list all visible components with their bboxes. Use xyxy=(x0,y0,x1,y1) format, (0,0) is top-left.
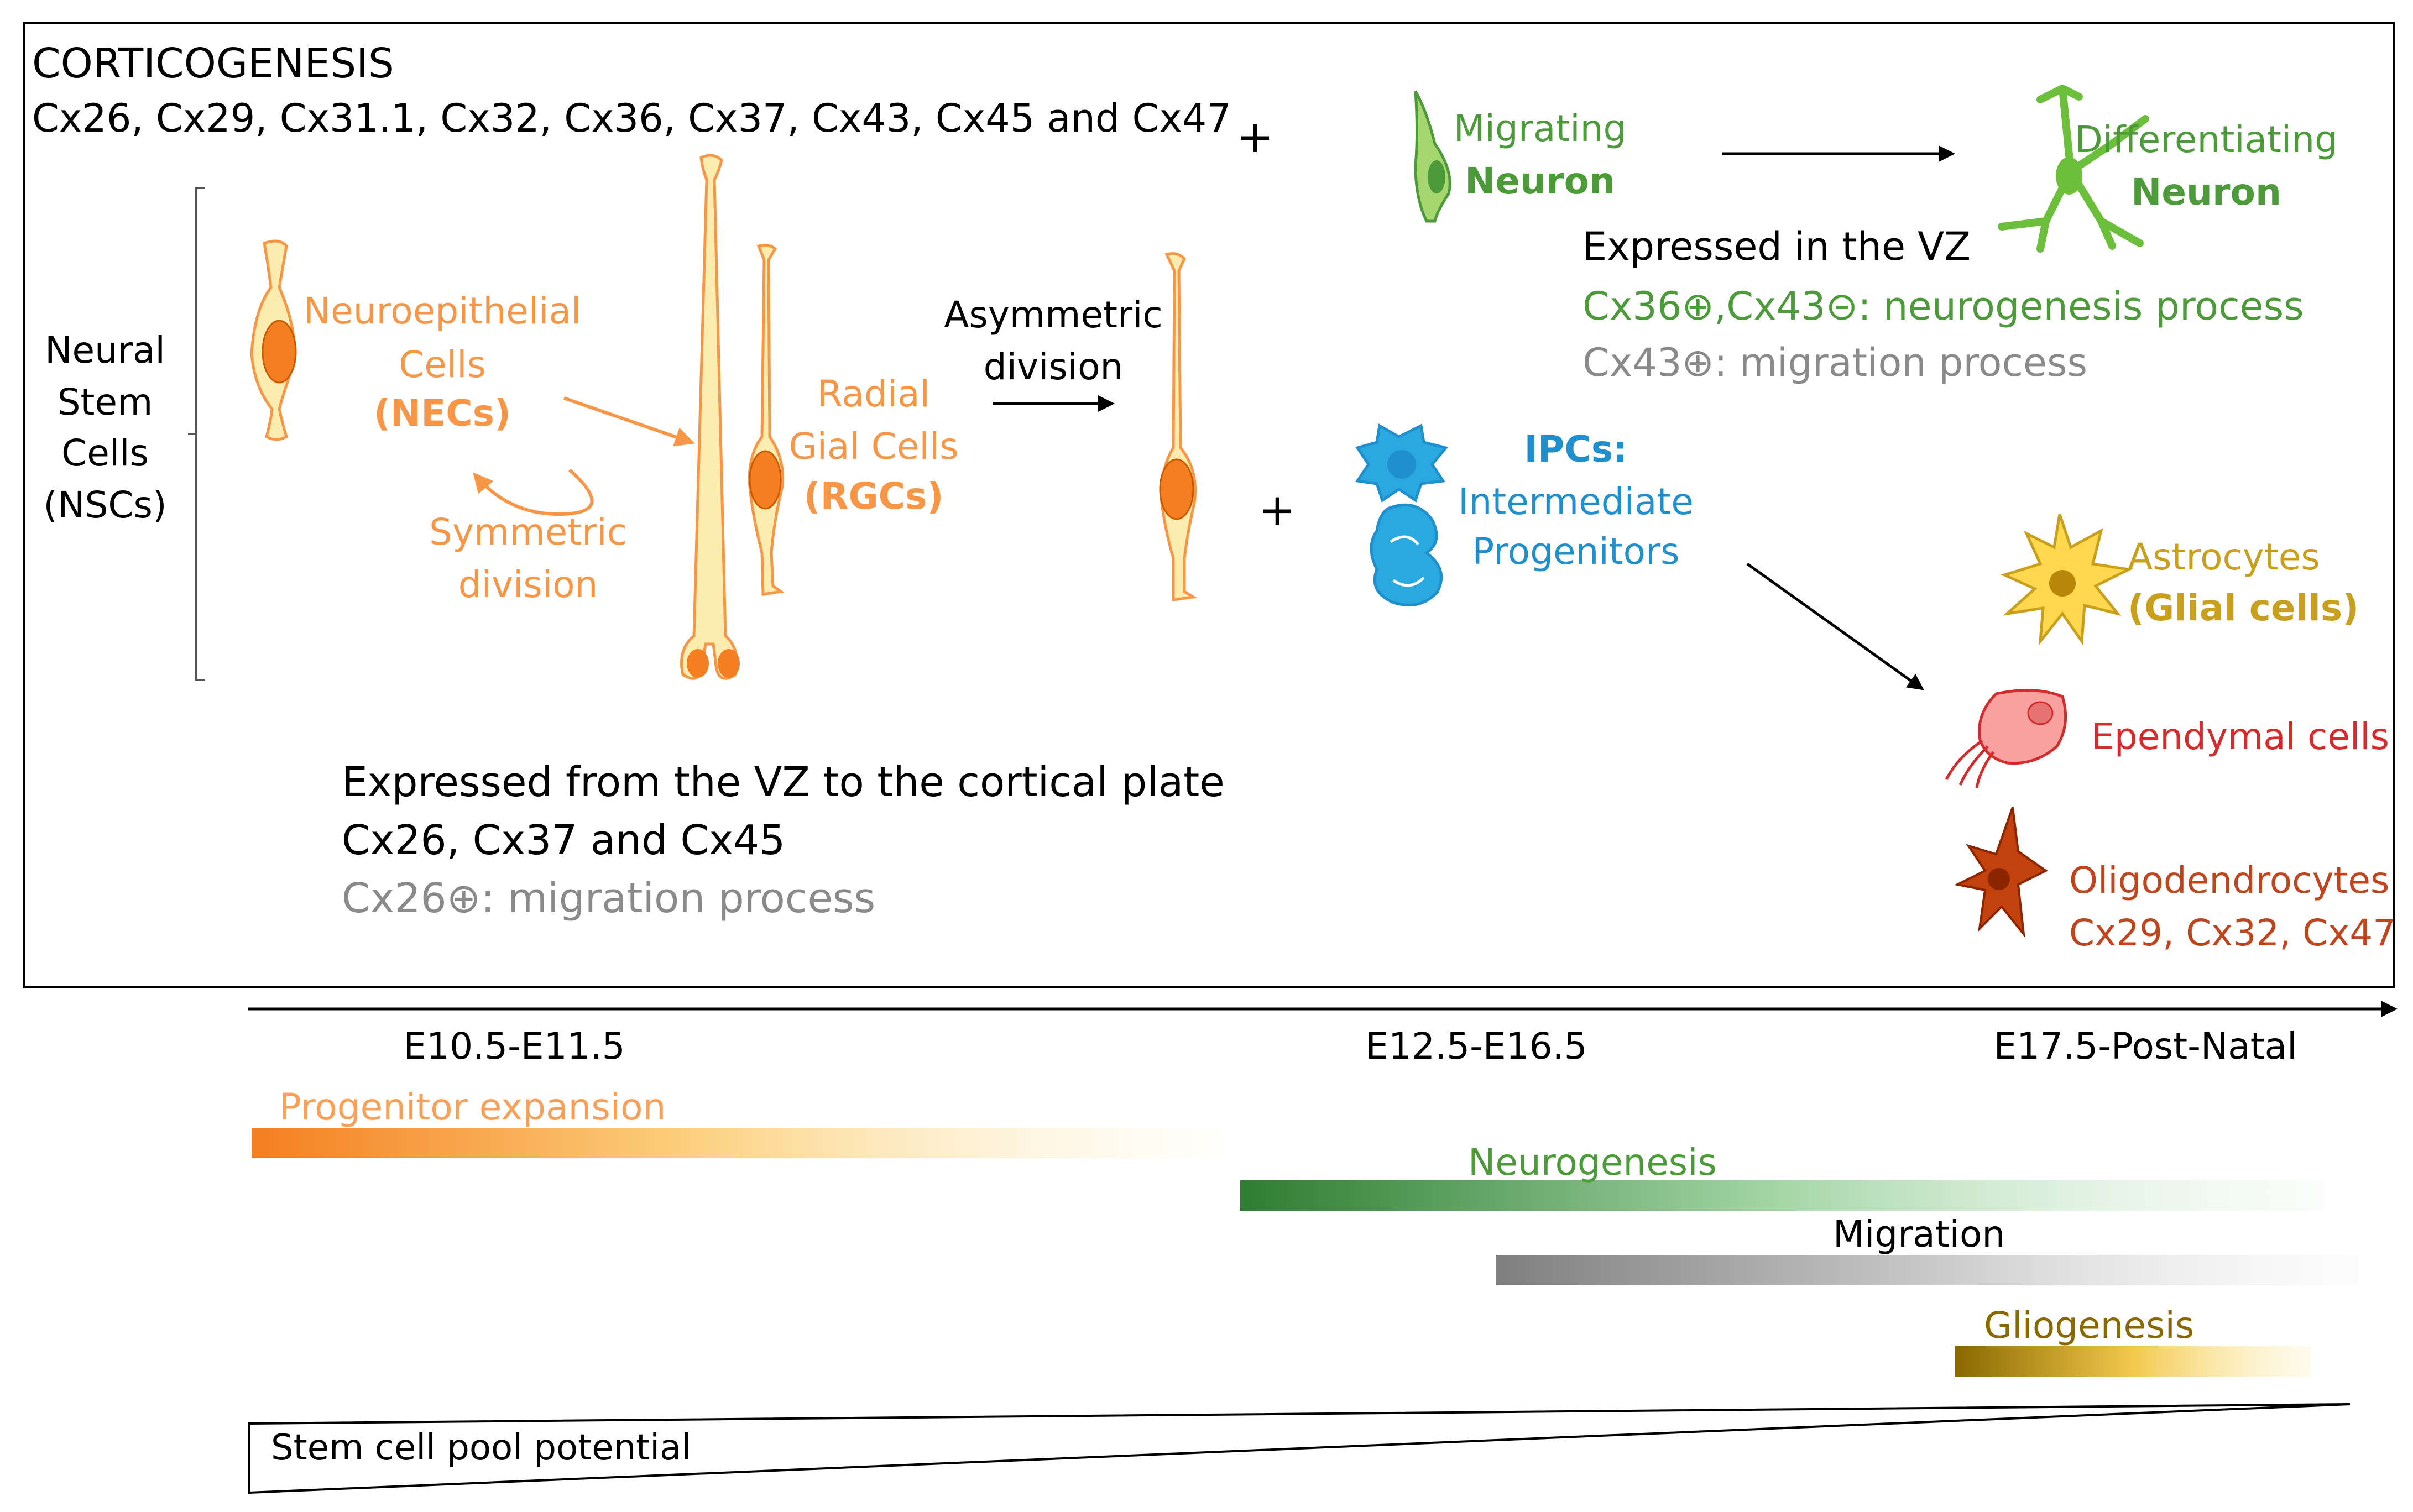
radial-glial-cell-icon xyxy=(748,243,785,596)
migration-label: Migration xyxy=(1833,1213,2005,1255)
ipc-to-glia-arrow xyxy=(1746,562,1924,690)
nsc-label-1: Neural xyxy=(45,329,165,372)
connexin-list: Cx26, Cx29, Cx31.1, Cx32, Cx36, Cx37, Cx… xyxy=(32,96,1231,141)
nsc-label-4: (NSCs) xyxy=(43,484,166,526)
rgc-label-2: Gial Cells xyxy=(789,425,959,468)
oligodendrocyte-label-1: Oligodendrocytes xyxy=(2069,859,2389,902)
cortical-migration: Cx26⊕: migration process xyxy=(342,875,875,922)
migrating-label-1: Migrating xyxy=(1454,107,1627,150)
cortical-title: Expressed from the VZ to the cortical pl… xyxy=(342,758,1225,806)
oligodendrocyte-label-2: Cx29, Cx32, Cx47 xyxy=(2069,912,2396,954)
symmetric-label-2: division xyxy=(458,563,598,606)
astrocyte-label-2: (Glial cells) xyxy=(2128,587,2359,629)
main-frame xyxy=(23,22,2395,988)
migration-bar xyxy=(1496,1255,2358,1285)
ipcs-label-abbr: IPCs: xyxy=(1524,428,1627,470)
differentiating-label-2: Neuron xyxy=(2131,171,2281,213)
neurogenesis-bar xyxy=(1240,1180,2324,1211)
ependymal-label: Ependymal cells xyxy=(2091,715,2389,758)
ipcs-label-2: Progenitors xyxy=(1472,530,1679,573)
gliogenesis-bar xyxy=(1955,1346,2311,1377)
nsc-label-2: Stem xyxy=(58,381,153,423)
nec-to-rgc-arrow xyxy=(563,396,695,447)
vz-migration-line: Cx43⊕: migration process xyxy=(1582,340,2087,385)
rgc-label-abbr: (RGCs) xyxy=(803,475,943,517)
symmetric-division-arrow xyxy=(473,468,594,516)
migrating-label-2: Neuron xyxy=(1465,160,1615,202)
plus-sign-top: + xyxy=(1236,111,1273,163)
nsc-bracket xyxy=(188,187,205,681)
rgc-label-1: Radial xyxy=(817,373,930,415)
timeline-label-e1: E10.5-E11.5 xyxy=(403,1025,625,1068)
vz-neurogenesis-line: Cx36⊕,Cx43⊝: neurogenesis process xyxy=(1582,284,2304,329)
astrocyte-icon xyxy=(2000,514,2134,646)
vz-title: Expressed in the VZ xyxy=(1582,224,1971,269)
stem-cell-pool-label: Stem cell pool potential xyxy=(271,1427,691,1468)
differentiating-neuron-icon xyxy=(1998,85,2149,253)
daughter-radial-cell-icon xyxy=(1159,252,1198,601)
nsc-label-3: Cells xyxy=(61,432,149,474)
ipc-cell-icon xyxy=(1355,423,1449,503)
symmetric-label-1: Symmetric xyxy=(429,511,627,553)
radial-glial-cell-tall-icon xyxy=(680,154,740,680)
neuroepithelial-cell-icon xyxy=(250,239,297,441)
stem-cell-pool-wedge xyxy=(248,1403,2351,1494)
title-text: CORTICOGENESIS xyxy=(32,40,394,87)
nec-label-1: Neuroepithelial xyxy=(304,290,581,332)
ependymal-cell-icon xyxy=(1945,689,2067,788)
progenitor-expansion-label: Progenitor expansion xyxy=(279,1086,666,1128)
astrocyte-label-1: Astrocytes xyxy=(2128,536,2320,578)
timeline-label-e2: E12.5-E16.5 xyxy=(1365,1025,1587,1068)
differentiating-label-1: Differentiating xyxy=(2075,118,2338,161)
neurogenesis-label: Neurogenesis xyxy=(1468,1141,1717,1184)
nec-label-abbr: (NECs) xyxy=(374,392,511,435)
cortical-connexins: Cx26, Cx37 and Cx45 xyxy=(342,817,785,864)
asymmetric-label-2: division xyxy=(984,346,1124,388)
migrating-neuron-icon xyxy=(1414,90,1451,223)
plus-sign-middle: + xyxy=(1258,484,1296,536)
oligodendrocyte-icon xyxy=(1954,807,2048,938)
ipcs-label-1: Intermediate xyxy=(1458,480,1694,523)
nec-label-2: Cells xyxy=(399,343,486,386)
gliogenesis-label: Gliogenesis xyxy=(1984,1304,2194,1347)
timeline-label-e3: E17.5-Post-Natal xyxy=(1994,1025,2297,1068)
progenitor-expansion-bar xyxy=(252,1128,1219,1158)
dividing-ipc-icon xyxy=(1370,503,1443,606)
asymmetric-label-1: Asymmetric xyxy=(944,294,1162,336)
